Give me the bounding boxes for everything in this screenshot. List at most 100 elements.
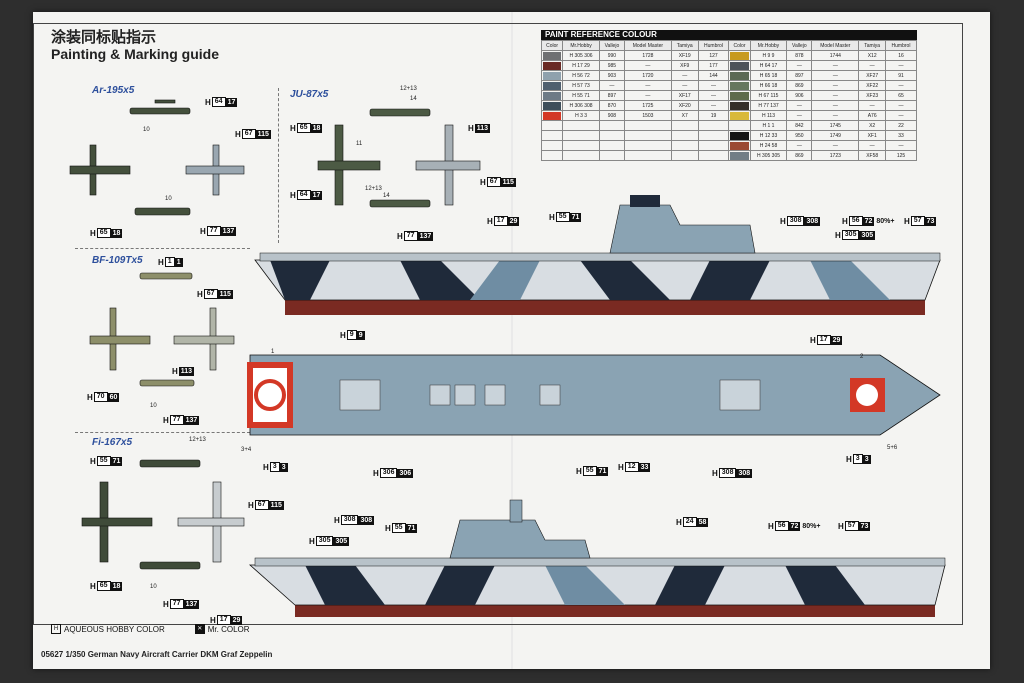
- paint-table-cell: [562, 140, 600, 151]
- paint-table-header: Color: [540, 40, 564, 51]
- aqueous-code: 9: [346, 330, 357, 340]
- hobby-color-h: H: [618, 462, 624, 472]
- ar195-top-fuselage: [69, 165, 131, 175]
- aqueous-code: 57: [844, 521, 859, 531]
- aqueous-code: 24: [682, 517, 697, 527]
- hobby-color-h: H: [163, 599, 169, 609]
- mr-color-code: 113: [178, 366, 195, 376]
- mr-color-code: 72: [788, 521, 801, 531]
- section-bf109: BF-109Tx5: [92, 255, 143, 266]
- bf109-aircraft-drawings: [89, 272, 235, 387]
- paint-table-cell: [697, 150, 730, 161]
- part-number: 3+4: [241, 447, 252, 453]
- aqueous-code: 65: [96, 581, 111, 591]
- percentage-label: 80%+: [802, 522, 821, 530]
- paint-swatch: [728, 70, 751, 81]
- paint-table-cell: —: [786, 140, 813, 151]
- paint-table-cell: —: [811, 140, 860, 151]
- title-english: Painting & Marking guide: [51, 46, 220, 62]
- hobby-color-h: H: [163, 415, 169, 425]
- aqueous-code: 3: [852, 454, 863, 464]
- paint-table-cell: [670, 120, 699, 131]
- paint-table-cell: [562, 150, 600, 161]
- paint-table-cell: —: [697, 100, 730, 111]
- paint-table-cell: H 24 58: [749, 140, 788, 151]
- paint-table-header: Mr.Hobby: [749, 40, 788, 51]
- paint-table-cell: XF9: [670, 60, 699, 71]
- aqueous-code: 55: [582, 466, 597, 476]
- section-ar195: Ar-195x5: [92, 85, 135, 96]
- ship-side-view-lower: [248, 499, 946, 617]
- part-number: 2: [860, 354, 864, 360]
- paint-swatch: [540, 140, 564, 151]
- paint-table-cell: 19: [697, 110, 730, 121]
- mr-color-code: 308: [358, 515, 375, 525]
- paint-table-cell: [670, 130, 699, 141]
- paint-table-cell: H 1 1: [749, 120, 788, 131]
- paint-table-cell: 1503: [623, 110, 672, 121]
- hobby-color-h: H: [549, 212, 555, 222]
- mr-color-code: 18: [310, 123, 323, 133]
- paint-table-cell: 903: [598, 70, 625, 81]
- aqueous-code: 67: [254, 500, 269, 510]
- island-superstructure: [609, 204, 756, 254]
- aqueous-legend-icon: H: [51, 624, 61, 634]
- aqueous-code: 55: [391, 523, 406, 533]
- paint-table-cell: [697, 120, 730, 131]
- paint-table-cell: XF17: [670, 90, 699, 101]
- paint-table-cell: —: [811, 110, 860, 121]
- mr-color-code: 72: [862, 216, 875, 226]
- ju87-aircraft-drawings: [317, 108, 481, 208]
- ar195-side-fuselage: [129, 107, 191, 115]
- paint-table-cell: —: [884, 140, 918, 151]
- paint-table-cell: 1745: [811, 120, 860, 131]
- mr-color-code: 73: [924, 216, 937, 226]
- mr-color-code: 1: [174, 257, 183, 267]
- part-number: 12+13: [365, 186, 382, 192]
- paint-table-cell: —: [811, 70, 860, 81]
- hobby-color-h: H: [846, 454, 852, 464]
- paint-table-cell: H 67 115: [749, 90, 788, 101]
- aqueous-code: 17: [816, 335, 831, 345]
- paint-table-cell: H 56 72: [562, 70, 600, 81]
- mr-color-code: 115: [255, 129, 271, 139]
- aqueous-code: 64: [211, 97, 226, 107]
- hobby-color-h: H: [397, 231, 403, 241]
- paint-table-cell: H 57 73: [562, 80, 600, 91]
- aqueous-code: 65: [96, 228, 111, 238]
- paint-table-cell: 144: [697, 70, 730, 81]
- part-number: 10: [143, 127, 150, 133]
- paint-swatch: [540, 80, 564, 91]
- section-fi167: Fi-167x5: [92, 437, 133, 448]
- paint-table-cell: —: [598, 80, 625, 91]
- hobby-color-h: H: [90, 228, 96, 238]
- paint-table-header: Color: [728, 40, 751, 51]
- paint-table-header: Tamiya: [670, 40, 699, 51]
- paint-table-cell: 869: [786, 150, 813, 161]
- paint-table-cell: —: [811, 60, 860, 71]
- hull-red-band: [285, 300, 925, 315]
- paint-swatch: [728, 140, 751, 151]
- legend-aqueous: AQUEOUS HOBBY COLOR: [64, 624, 165, 634]
- hobby-color-h: H: [235, 129, 241, 139]
- percentage-label: 80%+: [876, 217, 895, 225]
- aqueous-code: 12: [624, 462, 639, 472]
- paint-table-cell: 1723: [811, 150, 860, 161]
- paint-table-cell: H 65 18: [749, 70, 788, 81]
- paint-table-cell: [598, 120, 625, 131]
